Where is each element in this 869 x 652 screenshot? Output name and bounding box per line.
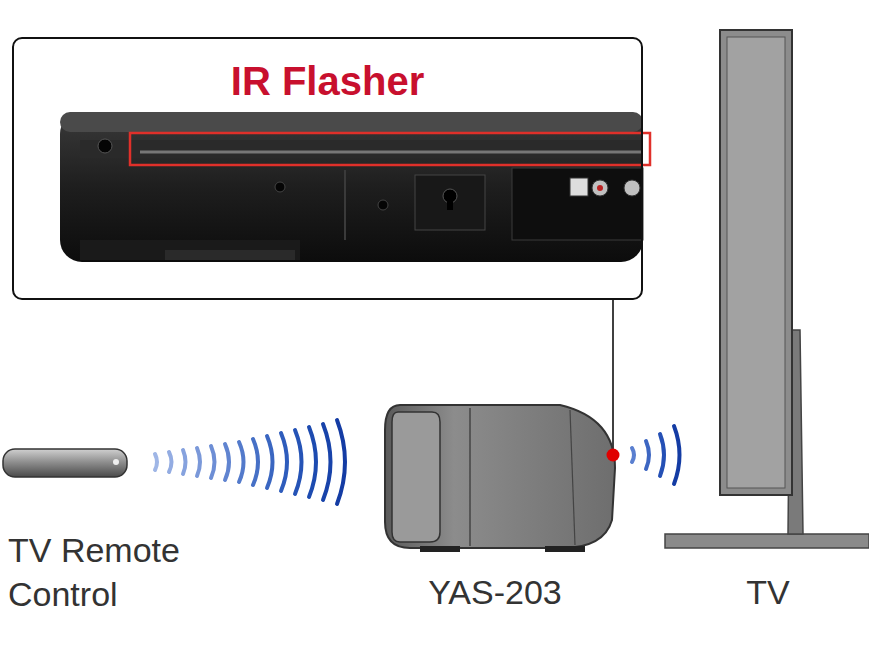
device-label: YAS-203 <box>395 570 595 614</box>
callout-title: IR Flasher <box>14 59 641 103</box>
leader-line <box>612 300 614 450</box>
callout-box: IR Flasher <box>12 37 643 300</box>
soundbar-photo <box>60 112 650 262</box>
device-label: TV <box>718 570 818 614</box>
ir-waves <box>155 420 345 504</box>
ir-waves <box>632 426 680 484</box>
device-label: TV Remote Control <box>8 528 218 616</box>
soundbar-side <box>385 405 620 552</box>
remote-control <box>3 449 127 477</box>
tv-side <box>665 30 869 548</box>
ir-flasher-dot <box>607 449 620 462</box>
